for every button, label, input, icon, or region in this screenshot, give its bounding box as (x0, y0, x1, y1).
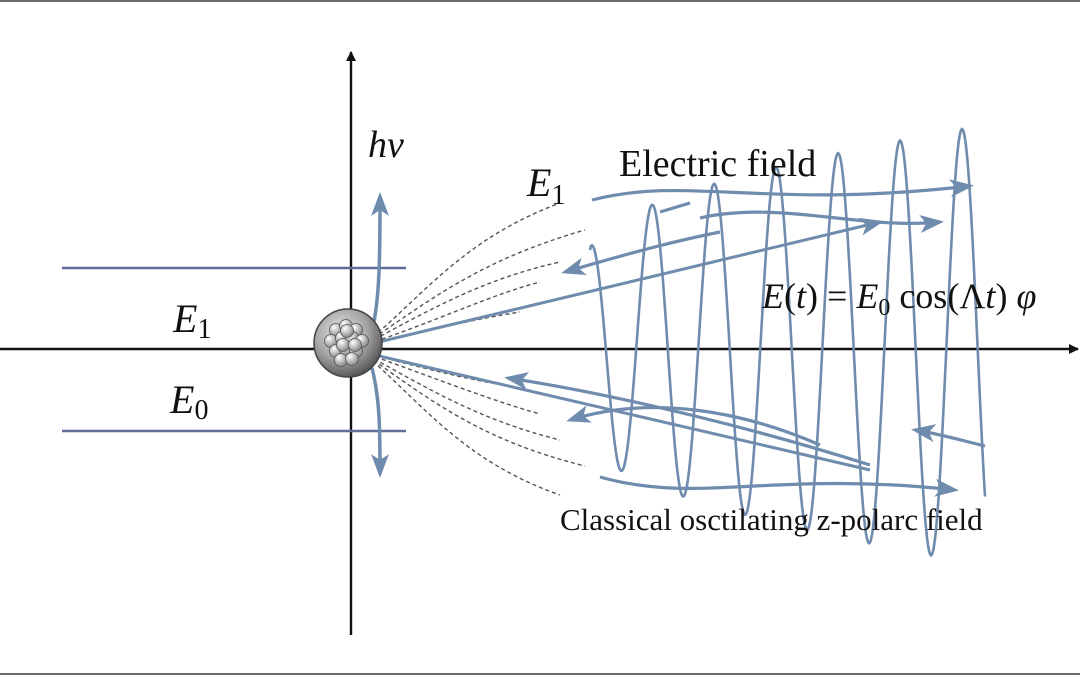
photon-energy-label: hv (368, 124, 404, 166)
field-envelope-arrows (504, 179, 986, 497)
field-e1-label: E1 (526, 160, 565, 211)
energy-level-e0-label: E0 (169, 377, 208, 426)
photon-arrow-down (370, 367, 389, 478)
electric-field-helix (588, 127, 987, 558)
electric-field-title: Electric field (619, 143, 816, 185)
photon-arrow-up (370, 192, 389, 331)
atom-nucleus-icon (313, 308, 383, 378)
emission-rays (361, 217, 884, 472)
energy-level-e1-label: E1 (172, 296, 211, 345)
diagram-caption: Classical osctilating z-polarc field (560, 502, 983, 537)
field-equation: E(t) = E0 cos(Λt) φ (761, 276, 1036, 321)
